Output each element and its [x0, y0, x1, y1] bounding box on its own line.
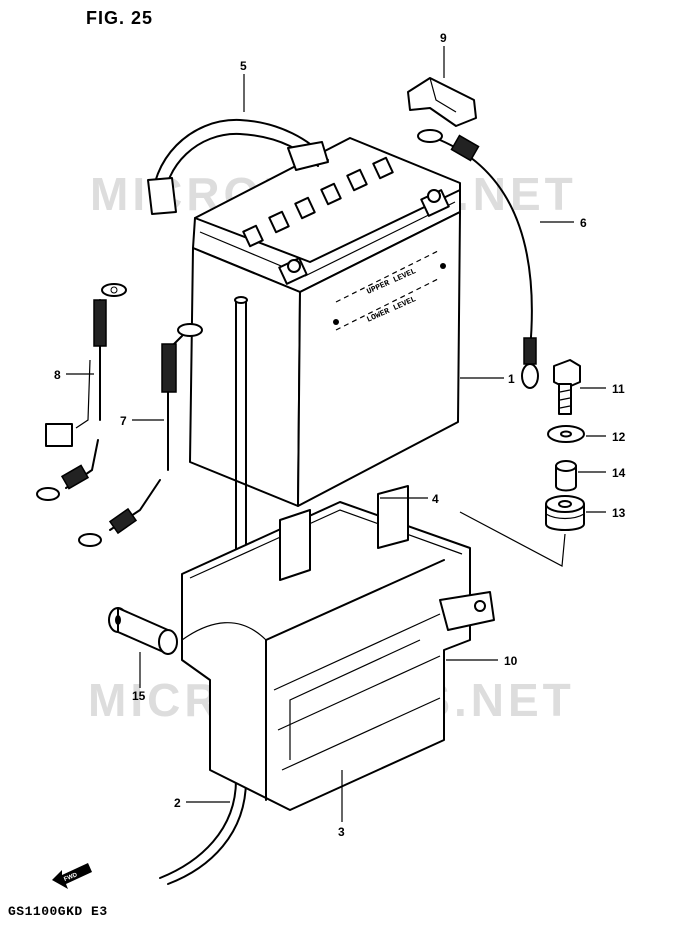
callout-15: 15: [132, 689, 146, 703]
callout-10: 10: [504, 654, 518, 668]
positive-lead: [78, 323, 203, 547]
model-code: GS1100GKD E3: [8, 904, 108, 919]
spacer: [555, 460, 577, 492]
battery-terminal-positive: [420, 189, 450, 217]
callout-13: 13: [612, 506, 626, 520]
callout-12: 12: [612, 430, 626, 444]
callout-1: 1: [508, 372, 515, 386]
callout-11: 11: [612, 382, 625, 396]
battery-case: [181, 485, 495, 811]
callout-5: 5: [240, 59, 247, 73]
battery-strap: [147, 118, 329, 215]
fwd-label: FWD: [63, 872, 79, 883]
cushion: [545, 495, 585, 531]
negative-lead: [36, 283, 127, 501]
terminal-cable: [417, 129, 539, 389]
leader-lines: [66, 46, 606, 822]
callout-9: 9: [440, 31, 447, 45]
terminal-cover: [407, 77, 477, 127]
callout-14: 14: [612, 466, 626, 480]
washer: [547, 425, 585, 443]
callouts: 5 9 6 1 4 8 7 11 12 14 13 10 15 2 3: [54, 31, 626, 839]
callout-2: 2: [174, 796, 181, 810]
callout-7: 7: [120, 414, 127, 428]
bolt-assembly-leader: [459, 511, 566, 567]
cell-caps: [242, 156, 394, 248]
callout-4: 4: [432, 492, 439, 506]
figure-title: FIG. 25: [86, 8, 154, 28]
callout-8: 8: [54, 368, 61, 382]
grommet: [108, 607, 178, 655]
fwd-arrow-icon: FWD: [52, 863, 92, 889]
callout-6: 6: [580, 216, 587, 230]
bolt: [553, 359, 581, 415]
battery-terminal-negative: [278, 257, 308, 285]
callout-3: 3: [338, 825, 345, 839]
